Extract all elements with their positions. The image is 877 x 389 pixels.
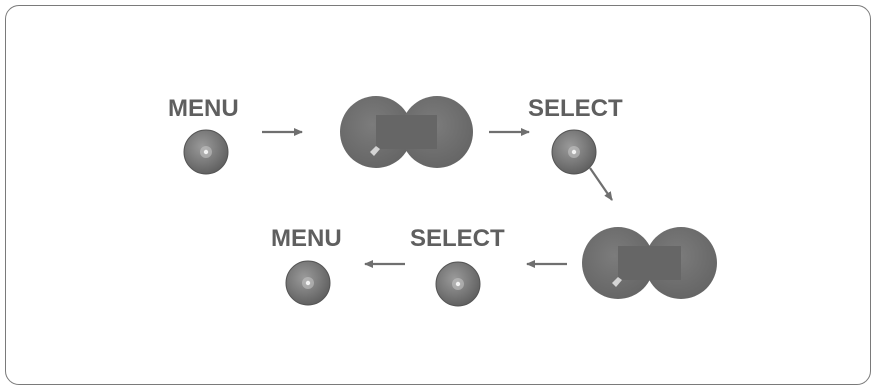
menu-button-icon	[183, 129, 229, 175]
menu-label-top: MENU	[168, 95, 239, 122]
instruction-panel	[5, 5, 871, 385]
select-label-top: SELECT	[528, 95, 623, 122]
select-label-bottom: SELECT	[410, 225, 505, 252]
menu-button-icon	[285, 260, 331, 306]
move-control-icon	[340, 96, 473, 168]
select-button-icon	[435, 261, 481, 307]
menu-label-bottom: MENU	[271, 225, 342, 252]
move-control-icon	[582, 227, 717, 299]
arrow-icon	[589, 167, 613, 201]
select-button-icon	[551, 129, 597, 175]
